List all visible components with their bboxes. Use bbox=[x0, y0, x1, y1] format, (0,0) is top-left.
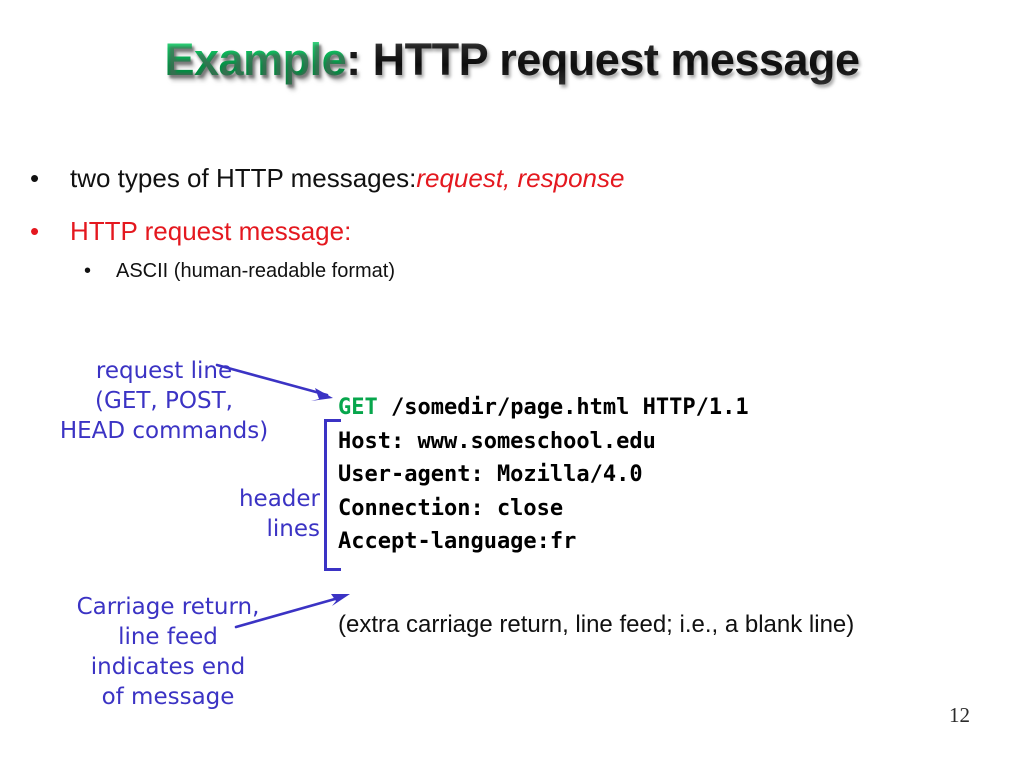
arrow-carriage-return-icon bbox=[234, 594, 350, 629]
title-highlight-word: Example bbox=[164, 34, 347, 85]
annotation-request-line: request line (GET, POST, HEAD commands) bbox=[59, 358, 269, 444]
title-rest: : HTTP request message bbox=[346, 34, 860, 85]
bullet-text-emphasis: request, response bbox=[416, 163, 625, 193]
annotation-header-lines: header lines bbox=[238, 486, 320, 542]
bullet-marker-icon: • bbox=[30, 163, 40, 193]
code-header-line: Connection: close bbox=[338, 495, 564, 521]
code-request-line-rest: /somedir/page.html HTTP/1.1 bbox=[377, 395, 749, 420]
http-request-code-block: GET /somedir/page.html HTTP/1.1 Host: ww… bbox=[338, 391, 749, 559]
bullet-item-http-request-message: • HTTP request message: bbox=[30, 216, 351, 247]
bullet-text-main: HTTP request message: bbox=[70, 216, 352, 246]
arrow-request-line-icon bbox=[215, 363, 333, 401]
code-header-line: Host: www.someschool.edu bbox=[338, 428, 656, 454]
page-title: Example: HTTP request message bbox=[0, 34, 1024, 86]
sub-bullet-text: ASCII (human-readable format) bbox=[116, 260, 396, 282]
note-blank-line: (extra carriage return, line feed; i.e.,… bbox=[338, 611, 855, 638]
code-header-line: User-agent: Mozilla/4.0 bbox=[338, 462, 643, 487]
bullet-marker-icon: • bbox=[30, 216, 40, 246]
bullet-item-message-types: • two types of HTTP messages: request, r… bbox=[30, 163, 624, 194]
code-token-get: GET bbox=[338, 395, 378, 420]
code-header-line: Accept-language:fr bbox=[338, 529, 577, 554]
sub-bullet-marker-icon: • bbox=[84, 260, 92, 282]
bullet-text-main: two types of HTTP messages: bbox=[70, 163, 417, 193]
header-lines-bracket bbox=[324, 419, 341, 571]
annotation-carriage-return: Carriage return, line feed indicates end… bbox=[76, 594, 260, 710]
page-number: 12 bbox=[949, 703, 970, 727]
sub-bullet-item-ascii: • ASCII (human-readable format) bbox=[84, 260, 395, 283]
